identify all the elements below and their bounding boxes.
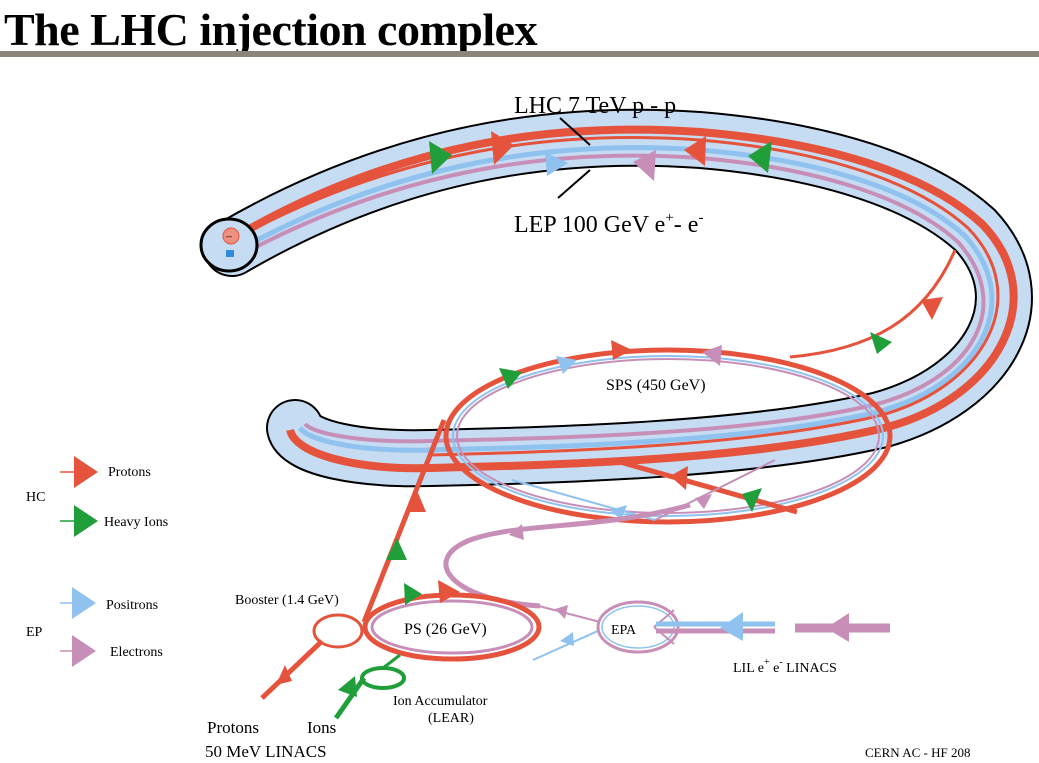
tunnel-cap-proton-dot <box>222 227 240 245</box>
title-rule <box>0 51 1039 57</box>
ps-inner-electron <box>370 599 534 655</box>
heavy-ion-arrow-transfer <box>870 332 892 354</box>
proton-arrow <box>491 131 514 165</box>
lhc-label: LHC 7 TeV p - p <box>514 93 676 119</box>
tunnel-arrows <box>429 131 772 181</box>
epa-electron-to-ps <box>534 604 601 623</box>
heavy-ion-arrow-reverse <box>748 141 772 173</box>
lhc-tunnel: -- <box>199 108 1033 488</box>
booster-label: Booster (1.4 GeV) <box>235 593 339 608</box>
epa-ring-inner <box>601 605 675 649</box>
ion-linac-line <box>333 676 367 720</box>
heavy-ion-arrow <box>429 141 452 174</box>
electron-arrow-extraction <box>695 494 712 509</box>
heavy-ion-arrow-linac <box>338 676 357 697</box>
lep-pointer <box>557 169 591 199</box>
lhc-proton-ring <box>227 125 1018 473</box>
lep-positron-ring <box>233 145 995 453</box>
ps-to-sps-line <box>361 419 447 623</box>
electron-transfer-loop <box>443 502 691 609</box>
proton-arrow-reverse <box>684 136 706 166</box>
sps-to-lhc-line <box>789 249 957 359</box>
ep-transfer-loop <box>443 502 691 609</box>
positron-arrow-epa <box>560 632 574 646</box>
positron-arrow-lil <box>720 612 743 641</box>
sps-ring: SPS (450 GeV) <box>443 340 893 525</box>
proton-arrow-ps <box>438 580 460 603</box>
heavy-ion-arrow-ps <box>404 583 422 605</box>
proton-arrow-linac <box>276 665 292 685</box>
tunnel-end-cap <box>199 217 259 273</box>
booster: Booster (1.4 GeV) <box>235 593 364 700</box>
linac-proton-line <box>260 639 324 700</box>
legend-group-hc: HC <box>26 490 45 505</box>
lep-electron-ring <box>236 153 986 444</box>
protons-source-label: Protons <box>207 718 259 737</box>
ion-accumulator-label: Ion Accumulator <box>393 694 488 709</box>
lear-to-ps-line <box>382 653 401 670</box>
legend-positrons-label: Positrons <box>106 598 158 613</box>
positron-arrow-extraction <box>610 505 627 520</box>
electron-arrow-epa <box>555 605 568 619</box>
sps-proton-extraction <box>619 459 798 515</box>
proton-arrow-sps <box>611 340 632 360</box>
electron-arrow-sps <box>702 345 722 366</box>
heavy-ion-arrow-ps-sps <box>386 538 407 560</box>
linacs-label: 50 MeV LINACS <box>205 742 327 761</box>
tunnel-cap-positron-dot <box>226 250 234 257</box>
proton-line-ps-sps <box>361 419 447 623</box>
proton-transfer-line <box>789 249 957 359</box>
ps-ring: PS (26 GeV) <box>362 580 542 662</box>
epa: EPA LIL e+ e- LINACS <box>532 600 890 676</box>
linac-labels: Protons Ions 50 MeV LINACS CERN AC - HF … <box>205 718 970 761</box>
proton-arrow-ps-sps <box>406 488 426 512</box>
sps-label: SPS (450 GeV) <box>606 377 706 394</box>
positron-arrow <box>545 152 568 176</box>
electron-arrow-lil <box>826 613 849 642</box>
ps-label: PS (26 GeV) <box>404 621 487 638</box>
positron-arrow-sps <box>556 356 577 374</box>
proton-arrow-extraction <box>670 466 688 490</box>
legend-group-ep: EP <box>26 625 43 640</box>
lhc-inner-proton-ring <box>239 136 1000 457</box>
legend-protons-arrow <box>74 456 98 488</box>
page-title: The LHC injection complex <box>4 4 538 55</box>
legend-heavy-ions-arrow <box>74 505 98 537</box>
legend-electrons-label: Electrons <box>110 645 163 660</box>
ion-accumulator: Ion Accumulator (LEAR) <box>333 653 488 726</box>
lil-label: LIL e+ e- LINACS <box>733 657 837 676</box>
lhc-label-group: LHC 7 TeV p - p LEP 100 GeV e+- e- <box>514 93 703 238</box>
lear-label: (LEAR) <box>428 711 474 726</box>
heavy-ion-arrow-sps <box>499 368 522 389</box>
legend-positrons-arrow <box>72 587 96 619</box>
lear-ring <box>360 666 406 690</box>
heavy-ion-arrow-extraction <box>742 488 762 512</box>
legend: HC Protons Heavy Ions EP Positrons Elect… <box>26 456 168 667</box>
epa-positron-to-ps <box>532 629 601 661</box>
credit-label: CERN AC - HF 208 <box>865 745 970 760</box>
tunnel-cap-mark: -- <box>226 231 232 241</box>
electron-arrow-loop <box>509 524 524 540</box>
proton-arrow-transfer <box>921 297 943 320</box>
legend-protons-label: Protons <box>108 465 151 480</box>
electron-arrow <box>633 150 656 181</box>
lhc-pointer <box>559 117 591 146</box>
booster-ring <box>312 613 364 649</box>
sps-outer <box>443 347 893 525</box>
legend-electrons-arrow <box>72 635 96 667</box>
ions-source-label: Ions <box>307 718 336 737</box>
epa-label: EPA <box>611 623 637 638</box>
legend-heavy-ions-label: Heavy Ions <box>104 515 168 530</box>
sps-inner-positron <box>452 355 884 517</box>
lep-label: LEP 100 GeV e+- e- <box>514 210 703 238</box>
sps-positron-extraction <box>511 479 656 521</box>
epa-ring <box>596 600 680 654</box>
